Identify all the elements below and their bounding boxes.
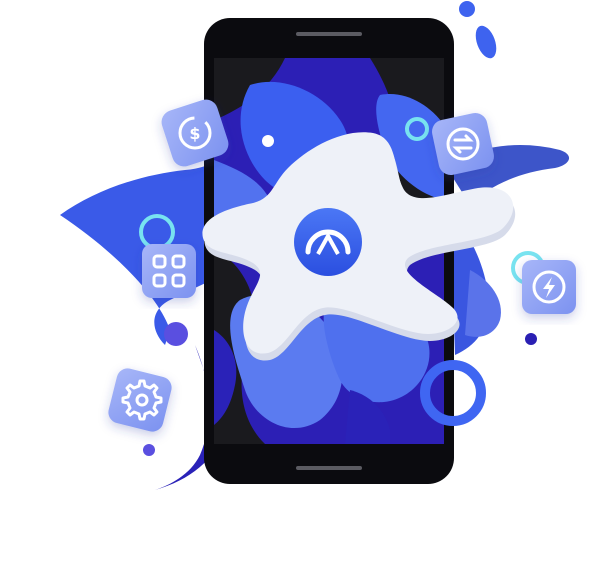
swap-arrows-tile[interactable] (430, 111, 496, 177)
ring (405, 117, 429, 141)
lightning-icon (532, 270, 566, 304)
dot (143, 444, 155, 456)
small-dot (262, 135, 274, 147)
apps-grid-tile[interactable] (142, 244, 196, 298)
lightning-tile[interactable] (522, 260, 576, 314)
gear-tile[interactable] (106, 366, 174, 434)
svg-text:$: $ (189, 124, 200, 143)
dot (459, 1, 475, 17)
phone-speaker (296, 32, 362, 36)
drop (475, 25, 497, 59)
dot (164, 322, 188, 346)
swap-arrows-icon (446, 127, 480, 161)
dot (525, 333, 537, 345)
dollar-refresh-tile[interactable]: $ (158, 96, 231, 169)
dollar-refresh-icon: $ (178, 116, 212, 150)
center-app-logo-icon[interactable] (294, 208, 362, 276)
gear-icon (121, 379, 163, 421)
phone-home-bar (296, 466, 362, 470)
apps-grid-icon (152, 254, 186, 288)
big-ring (420, 360, 486, 426)
